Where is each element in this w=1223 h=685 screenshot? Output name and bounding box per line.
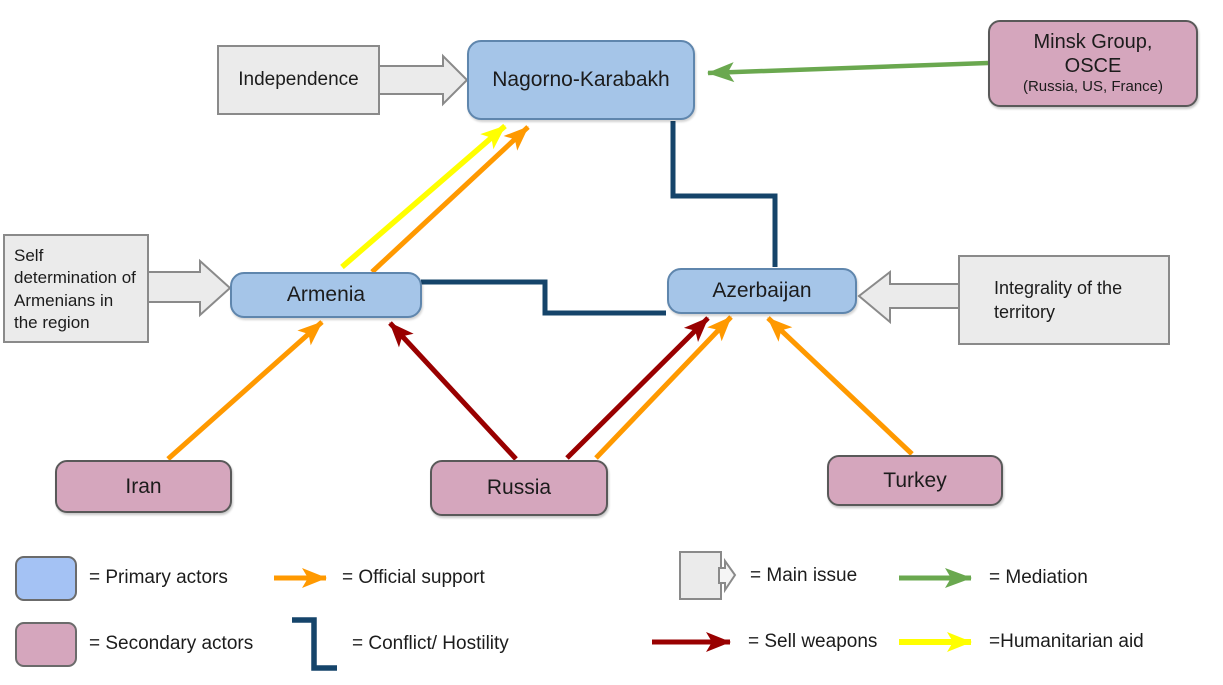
primary-actor-swatch	[15, 555, 77, 601]
legend-item-sell-weapons: = Sell weapons	[650, 618, 877, 666]
official-support-arrow-icon	[274, 568, 327, 588]
minsk-group-text: Minsk Group, OSCE (Russia, US, France)	[1023, 31, 1163, 96]
conflict-line-armenia-azerbaijan	[421, 279, 666, 316]
legend-item-main-issue: = Main issue	[678, 551, 858, 600]
legend-label-conflict-hostility: = Conflict/ Hostility	[352, 633, 509, 654]
node-iran: Iran	[55, 460, 232, 513]
legend-label-secondary-actors: = Secondary actors	[89, 633, 254, 654]
issue-box-independence: Independence	[217, 45, 380, 115]
node-minsk-group: Minsk Group, OSCE (Russia, US, France)	[988, 20, 1198, 107]
main-issue-block-arrow-independence	[377, 53, 469, 107]
mediation-arrow-icon	[899, 568, 972, 588]
official-support-arrow-turkey-azerbaijan	[766, 316, 914, 456]
node-azerbaijan: Azerbaijan	[667, 268, 857, 314]
legend-label-humanitarian-aid: =Humanitarian aid	[989, 631, 1144, 652]
conflict-line-icon	[292, 617, 337, 671]
node-russia: Russia	[430, 460, 608, 516]
legend-item-humanitarian-aid: =Humanitarian aid	[897, 618, 1144, 666]
conflict-line-nk-azerbaijan	[670, 121, 778, 267]
legend-label-main-issue: = Main issue	[750, 565, 858, 586]
sell-weapons-arrow-russia-azerbaijan	[565, 316, 710, 460]
node-nagorno-karabakh: Nagorno-Karabakh	[467, 40, 695, 120]
legend-item-mediation: = Mediation	[897, 554, 1088, 602]
main-issue-block-arrow-integrality	[857, 269, 961, 325]
official-support-arrow-armenia-nk	[370, 125, 530, 274]
humanitarian-aid-arrow-icon	[899, 632, 972, 652]
issue-box-integrality: Integrality of the territory	[958, 255, 1170, 345]
minsk-group-line2: OSCE	[1064, 54, 1122, 77]
legend-item-primary-actors: = Primary actors	[15, 554, 228, 602]
main-issue-icon	[679, 551, 737, 600]
minsk-group-line3: (Russia, US, France)	[1022, 78, 1164, 96]
minsk-group-line1: Minsk Group,	[1033, 31, 1153, 54]
secondary-actor-swatch	[15, 621, 77, 667]
legend-item-secondary-actors: = Secondary actors	[15, 620, 253, 668]
legend-item-official-support: = Official support	[272, 554, 485, 602]
official-support-arrow-russia-azerbaijan	[594, 315, 733, 460]
legend-label-primary-actors: = Primary actors	[89, 567, 228, 588]
main-issue-block-arrow-self-determination	[146, 258, 232, 318]
sell-weapons-arrow-icon	[652, 632, 731, 652]
legend-label-mediation: = Mediation	[989, 567, 1088, 588]
humanitarian-aid-arrow-armenia-nk	[340, 123, 507, 270]
legend-label-sell-weapons: = Sell weapons	[748, 631, 878, 652]
official-support-arrow-iran-armenia	[166, 320, 324, 461]
legend-item-conflict-hostility: = Conflict/ Hostility	[290, 615, 509, 673]
node-armenia: Armenia	[230, 272, 422, 318]
legend-label-official-support: = Official support	[342, 567, 485, 588]
mediation-arrow-minsk-nk	[707, 60, 989, 83]
issue-box-self-determination: Self determination of Armenians in the r…	[3, 234, 149, 343]
node-turkey: Turkey	[827, 455, 1003, 506]
sell-weapons-arrow-russia-armenia	[388, 321, 518, 461]
